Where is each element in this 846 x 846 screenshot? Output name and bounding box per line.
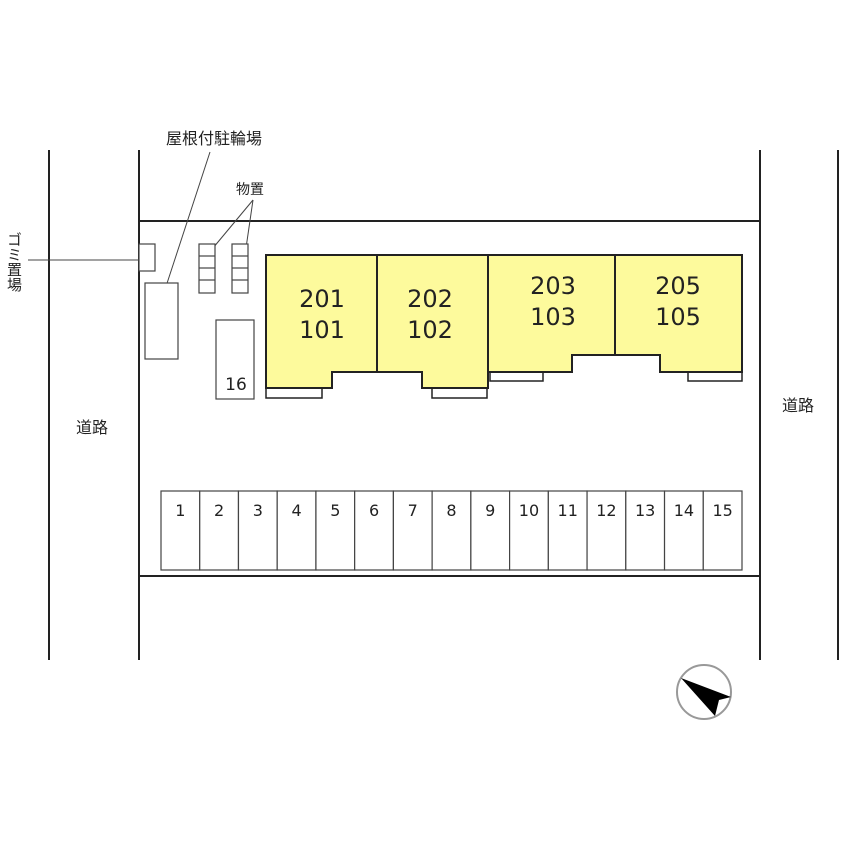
parking-number: 10 (519, 501, 539, 520)
parking-space (392, 490, 433, 571)
leader-line (245, 199, 254, 249)
bicycle-parking-label: 屋根付駐輪場 (166, 129, 262, 148)
storage-label: 物置 (236, 182, 264, 198)
unit-number: 203 (530, 272, 576, 300)
unit-number: 103 (530, 303, 576, 331)
storage-shed (198, 243, 216, 294)
parking-number: 6 (369, 501, 379, 520)
parking-number: 16 (225, 375, 247, 395)
parking-space (354, 490, 394, 571)
parking-number: 1 (175, 501, 185, 520)
parking-space (509, 490, 549, 571)
road-label-left: 道路 (76, 418, 108, 437)
parking-space (547, 490, 588, 571)
svg-text:ゴミ置場: ゴミ置場 (5, 232, 23, 292)
parking-number: 2 (214, 501, 224, 520)
leader-line (212, 199, 254, 249)
parking-number: 11 (558, 501, 578, 520)
unit-number: 102 (407, 316, 453, 344)
unit-number: 205 (655, 272, 701, 300)
parking-space (237, 490, 278, 571)
parking-number: 14 (674, 501, 694, 520)
garbage-area (138, 243, 156, 272)
balconies (265, 371, 743, 399)
parking-number: 8 (446, 501, 456, 520)
parking-number: 15 (712, 501, 732, 520)
parking-space (625, 490, 666, 571)
parking-number: 9 (485, 501, 495, 520)
parking-number: 3 (253, 501, 263, 520)
parking-space (276, 490, 317, 571)
parking-number: 5 (330, 501, 340, 520)
parking-number: 12 (596, 501, 616, 520)
road-label-right: 道路 (782, 396, 814, 415)
parking-number: 4 (291, 501, 301, 520)
storage-shed (231, 243, 249, 294)
unit-number: 202 (407, 285, 453, 313)
unit-205-105 (614, 254, 743, 373)
parking-space-16 (215, 319, 255, 400)
garbage-label: ゴミ置場 (5, 232, 23, 292)
parking-space (160, 490, 201, 571)
parking-space (431, 490, 472, 571)
parking-space (663, 490, 704, 571)
unit-number: 101 (299, 316, 345, 344)
roads (48, 150, 839, 660)
parking-space (702, 490, 743, 571)
unit-number: 105 (655, 303, 701, 331)
parking-space (315, 490, 356, 571)
parking-number: 13 (635, 501, 655, 520)
parking-space (586, 490, 627, 571)
unit-number: 201 (299, 285, 345, 313)
parking-number: 7 (408, 501, 418, 520)
bicycle-parking (144, 282, 179, 360)
parking-space (470, 490, 511, 571)
north-arrow-icon (676, 664, 732, 720)
